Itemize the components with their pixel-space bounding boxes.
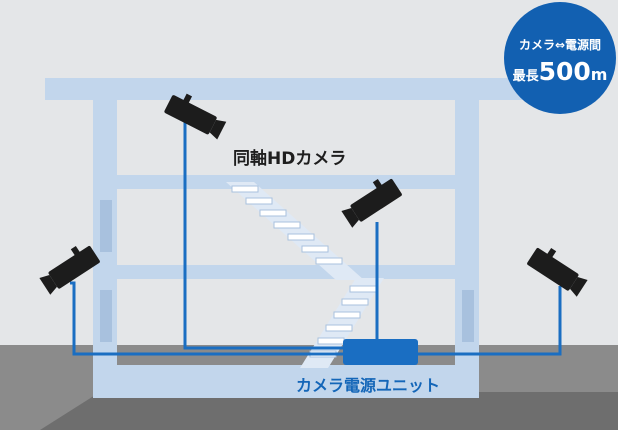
badge-unit: m (590, 65, 608, 84)
camera-icon (39, 245, 100, 295)
foundation (93, 365, 479, 398)
building (45, 78, 553, 398)
badge-line2: 最長500m (504, 57, 616, 86)
badge-line1: カメラ⇔電源間 (518, 38, 602, 52)
badge-distance: 500 (538, 57, 591, 86)
window (100, 290, 112, 342)
power-unit-label: カメラ電源ユニット (296, 376, 441, 395)
badge-prefix: 最長 (512, 69, 539, 84)
first-floor-slab (93, 265, 479, 279)
cable-top-camera (183, 118, 343, 350)
cable-right-camera (418, 286, 562, 356)
camera-label: 同軸HDカメラ (233, 149, 347, 169)
ground-shadow (40, 392, 618, 430)
window (462, 290, 474, 342)
second-floor-slab (93, 175, 479, 189)
coax-cables (70, 118, 562, 356)
window (100, 200, 112, 252)
camera-icon (164, 93, 227, 140)
roof-slab (45, 78, 553, 100)
cable-left-camera (70, 281, 343, 356)
camera-icon (527, 247, 588, 297)
right-wall (455, 100, 479, 398)
stairs-icon (226, 182, 384, 368)
power-unit-icon (343, 339, 418, 365)
distance-badge: カメラ⇔電源間 最長500m (504, 2, 616, 114)
camera-icon (341, 178, 402, 228)
